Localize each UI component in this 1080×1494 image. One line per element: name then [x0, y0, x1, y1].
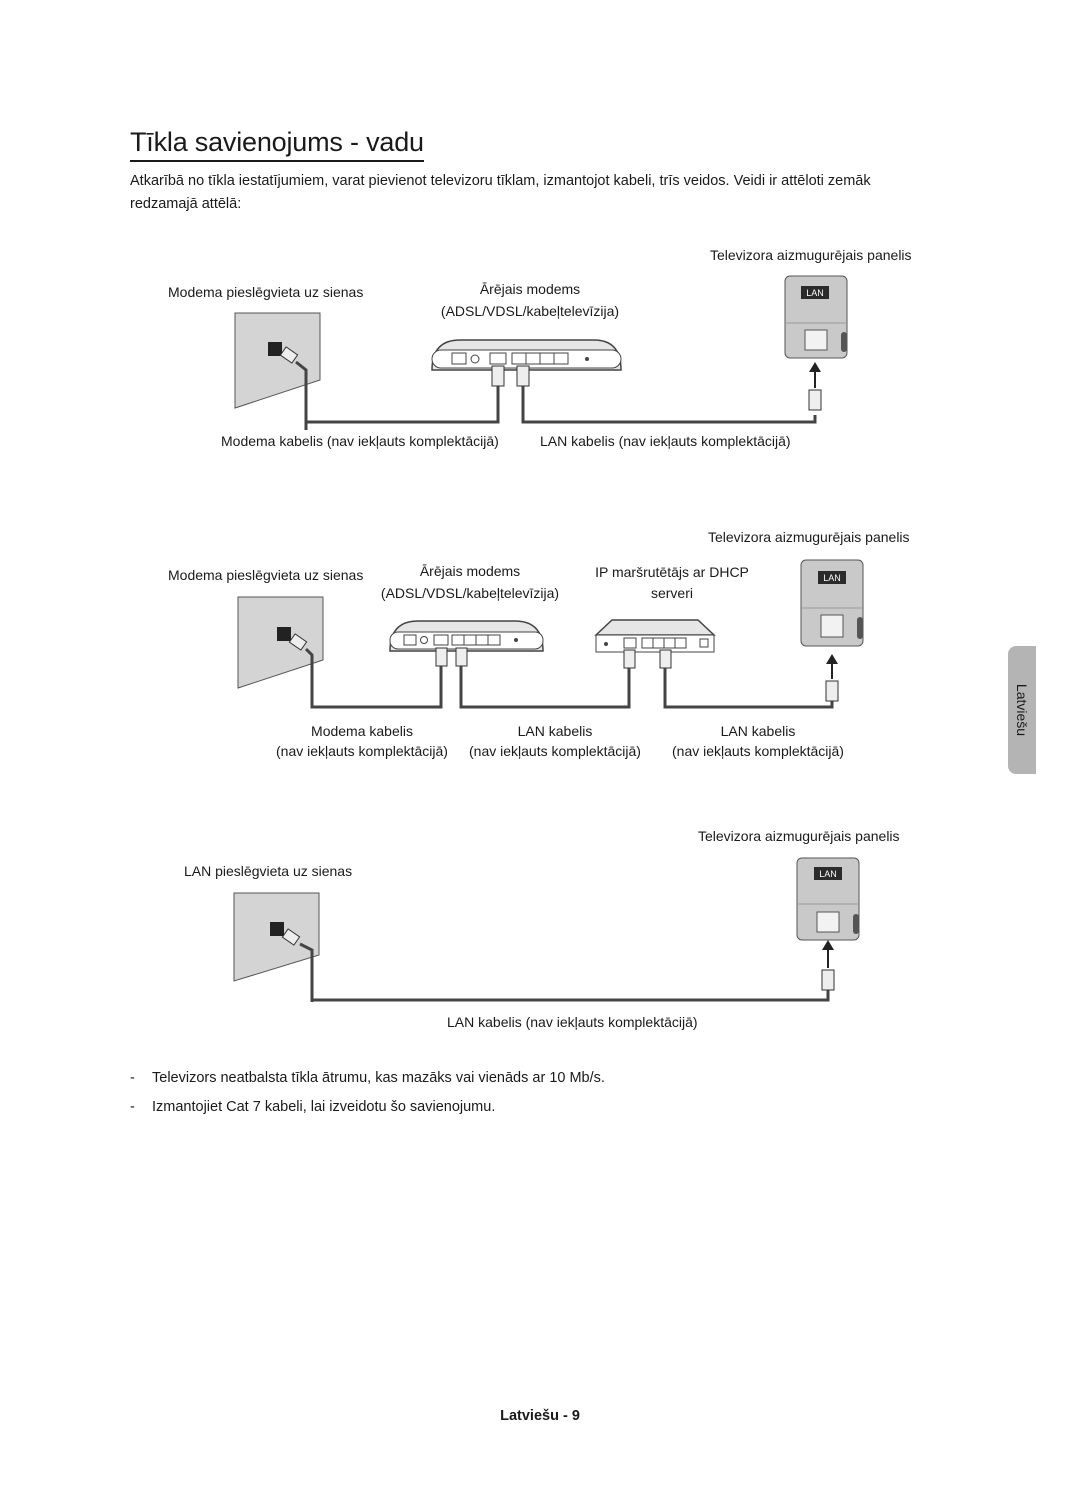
lan-cable-1-line: [459, 666, 631, 709]
note-text: Izmantojiet Cat 7 kabeli, lai izveidotu …: [152, 1099, 496, 1115]
lan-badge: LAN: [823, 573, 841, 583]
modem-label-line2: (ADSL/VDSL/kabeļtelevīzija): [380, 585, 560, 601]
modem-graphic: [431, 339, 622, 387]
wall-socket-graphic: [233, 892, 320, 1002]
diagram1-graphic: LAN: [234, 275, 848, 430]
router-label-line2: serveri: [650, 585, 693, 601]
diagram2-graphic: LAN: [237, 559, 864, 709]
modem-cable-label-line2: (nav iekļauts komplektācijā): [276, 743, 448, 759]
bullet-marker: -: [130, 1099, 135, 1115]
lan-cable-label: LAN kabelis (nav iekļauts komplektācijā): [447, 1014, 698, 1030]
tv-lan-port-graphic: LAN: [800, 559, 864, 647]
modem-cable-label-line1: Modema kabelis: [311, 723, 413, 739]
router-label-line1: IP maršrutētājs ar DHCP: [595, 564, 749, 580]
modem-label-line1: Ārējais modems: [419, 563, 521, 579]
lan-cable-1-label-line1: LAN kabelis: [517, 723, 593, 739]
note-text: Televizors neatbalsta tīkla ātrumu, kas …: [152, 1070, 605, 1086]
router-graphic: [594, 619, 716, 669]
modem-label-line1: Ārējais modems: [479, 281, 581, 297]
wall-socket-graphic: [237, 596, 324, 705]
lan-cable-2-label: LAN kabelis (nav iekļauts komplektācijā): [668, 722, 848, 760]
wall-socket-label: LAN pieslēgvieta uz sienas: [184, 863, 353, 879]
lan-cable-1-label: LAN kabelis (nav iekļauts komplektācijā): [465, 722, 645, 760]
notes-list: - Televizors neatbalsta tīkla ātrumu, ka…: [130, 1068, 950, 1126]
tv-lan-port-graphic: LAN: [796, 857, 860, 941]
lan-cable-line: [521, 386, 817, 424]
language-side-tab-label: Latviešu: [1014, 683, 1030, 737]
diagram3-graphic: LAN: [233, 857, 860, 1002]
wall-socket-label: Modema pieslēgvieta uz sienas: [168, 284, 364, 300]
lan-cable-2-label-line2: (nav iekļauts komplektācijā): [672, 743, 844, 759]
lan-cable-2-label-line1: LAN kabelis: [720, 723, 796, 739]
modem-graphic: [389, 620, 544, 667]
wall-socket-graphic: [234, 312, 321, 430]
tv-lan-port-graphic: LAN: [784, 275, 848, 359]
modem-label: Ārējais modems (ADSL/VDSL/kabeļtelevīzij…: [370, 562, 570, 602]
modem-cable-label: Modema kabelis (nav iekļauts komplektāci…: [221, 433, 499, 449]
lan-badge: LAN: [819, 869, 837, 879]
wall-socket-label: Modema pieslēgvieta uz sienas: [168, 567, 364, 583]
lan-cable-2-line: [663, 668, 834, 709]
intro-paragraph: Atkarībā no tīkla iestatījumiem, varat p…: [130, 173, 871, 212]
tv-panel-label: Televizora aizmugurējais panelis: [708, 529, 910, 545]
router-label: IP maršrutētājs ar DHCP serveri: [580, 563, 764, 602]
lan-cable-1-label-line2: (nav iekļauts komplektācijā): [469, 743, 641, 759]
modem-cable-line: [304, 386, 500, 424]
tv-panel-label: Televizora aizmugurējais panelis: [710, 247, 912, 263]
modem-label-line2: (ADSL/VDSL/kabeļtelevīzija): [440, 303, 620, 319]
bullet-marker: -: [130, 1070, 135, 1086]
page-title: Tīkla savienojums - vadu: [130, 126, 424, 162]
lan-badge: LAN: [806, 288, 824, 298]
modem-label: Ārējais modems (ADSL/VDSL/kabeļtelevīzij…: [430, 280, 630, 320]
modem-cable-line: [310, 666, 443, 709]
lan-cable-line: [310, 970, 830, 1002]
page-footer: Latviešu - 9: [500, 1408, 580, 1424]
modem-cable-label: Modema kabelis (nav iekļauts komplektāci…: [272, 722, 452, 760]
language-side-tab: Latviešu: [1008, 646, 1036, 774]
lan-cable-label: LAN kabelis (nav iekļauts komplektācijā): [540, 433, 791, 449]
list-item: - Izmantojiet Cat 7 kabeli, lai izveidot…: [130, 1097, 950, 1117]
tv-panel-label: Televizora aizmugurējais panelis: [698, 828, 900, 844]
list-item: - Televizors neatbalsta tīkla ātrumu, ka…: [130, 1068, 950, 1088]
